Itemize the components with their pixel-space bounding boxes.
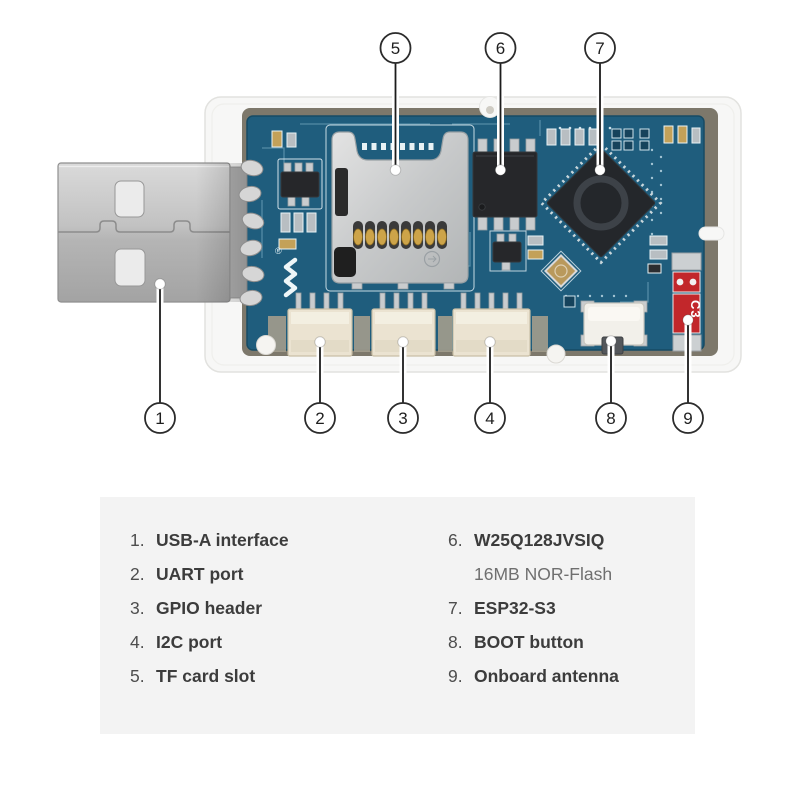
callout-endpoint-dots [154, 164, 694, 348]
legend-item-9-label: Onboard antenna [474, 666, 619, 686]
usb-hole-bottom [114, 248, 146, 287]
boot-button [580, 300, 648, 355]
legend-item-7-number: 7. [448, 598, 463, 618]
callout-4-number: 4 [485, 409, 494, 428]
tf-contacts [353, 221, 447, 249]
callout-8-number: 8 [606, 409, 615, 428]
callout-2: 2 [304, 402, 336, 434]
legend-item-1-number: 1. [130, 530, 145, 550]
legend-item-2-label: UART port [156, 564, 244, 584]
legend-item-1: 1. USB-A interface [130, 523, 289, 557]
legend-panel: 1. USB-A interface 2. UART port 3. GPIO hea… [100, 497, 695, 734]
callout-6: 6 [484, 32, 517, 64]
callout-6-number: 6 [496, 39, 505, 58]
usb-hole-top [114, 180, 145, 218]
passive-components-top [546, 125, 701, 151]
legend-item-5: 5. TF card slot [130, 659, 289, 693]
transistor [489, 230, 527, 272]
voltage-regulator [277, 158, 323, 210]
callout-1: 1 [144, 402, 176, 434]
uart-connector [287, 292, 353, 357]
legend-item-4-number: 4. [130, 632, 145, 652]
legend-item-6: 6. W25Q128JVSIQ [448, 523, 619, 557]
usb-seam [58, 220, 230, 233]
callout-7: 7 [584, 32, 616, 64]
legend-item-2: 2. UART port [130, 557, 289, 591]
legend-column-right: 6. W25Q128JVSIQ 16MB NOR-Flash 7. ESP32-S3… [448, 523, 619, 693]
legend-item-1-label: USB-A interface [156, 530, 289, 550]
passive-components-left [271, 130, 317, 250]
legend-item-6-label: W25Q128JVSIQ [474, 530, 605, 550]
legend-item-4-label: I2C port [156, 632, 223, 652]
esp32-chip [539, 141, 663, 265]
usb-solder-joints [238, 159, 265, 307]
passive-components-right [527, 235, 668, 308]
callout-lines [156, 63, 692, 403]
legend-item-7-label: ESP32-S3 [474, 598, 556, 618]
svg-text:®: ® [275, 246, 282, 256]
onboard-antenna: C3 [671, 252, 703, 352]
legend-item-5-label: TF card slot [156, 666, 256, 686]
flash-chip [472, 138, 538, 231]
legend-item-5-number: 5. [130, 666, 145, 686]
legend-item-2-number: 2. [130, 564, 145, 584]
callout-circles: 5 6 7 1 2 3 4 8 [144, 32, 704, 434]
legend-item-9-number: 9. [448, 666, 463, 686]
callout-9-number: 9 [683, 409, 692, 428]
legend-item-3-label: GPIO header [156, 598, 263, 618]
callout-9: 9 [672, 402, 704, 434]
antenna-label: C3 [688, 300, 703, 319]
case-cutouts [256, 96, 725, 364]
legend-item-3-number: 3. [130, 598, 145, 618]
crystal-oscillator [540, 250, 582, 292]
callout-7-number: 7 [595, 39, 604, 58]
callout-3-number: 3 [398, 409, 407, 428]
callout-8: 8 [595, 402, 627, 434]
callout-2-number: 2 [315, 409, 324, 428]
callout-1-number: 1 [155, 409, 164, 428]
device-illustration: ® [57, 32, 742, 434]
waveshare-logo: ® [275, 246, 298, 298]
legend-item-6-sublabel: 16MB NOR-Flash [474, 564, 613, 584]
legend-item-8-number: 8. [448, 632, 463, 652]
legend-item-7: 7. ESP32-S3 [448, 591, 619, 625]
legend-item-4: 4. I2C port [130, 625, 289, 659]
legend-column-left: 1. USB-A interface 2. UART port 3. GPIO hea… [130, 523, 289, 693]
usb-a-connector [57, 159, 265, 307]
legend-item-9: 9. Onboard antenna [448, 659, 619, 693]
tf-card-slot [325, 124, 475, 292]
legend-item-6-subtext: 16MB NOR-Flash [448, 557, 619, 591]
callout-5: 5 [379, 32, 412, 64]
callout-5-number: 5 [391, 39, 400, 58]
legend-item-8-label: BOOT button [474, 632, 584, 652]
legend-item-6-number: 6. [448, 530, 463, 550]
legend-item-8: 8. BOOT button [448, 625, 619, 659]
callout-3: 3 [387, 402, 419, 434]
callout-4: 4 [474, 402, 506, 434]
legend-item-3: 3. GPIO header [130, 591, 289, 625]
